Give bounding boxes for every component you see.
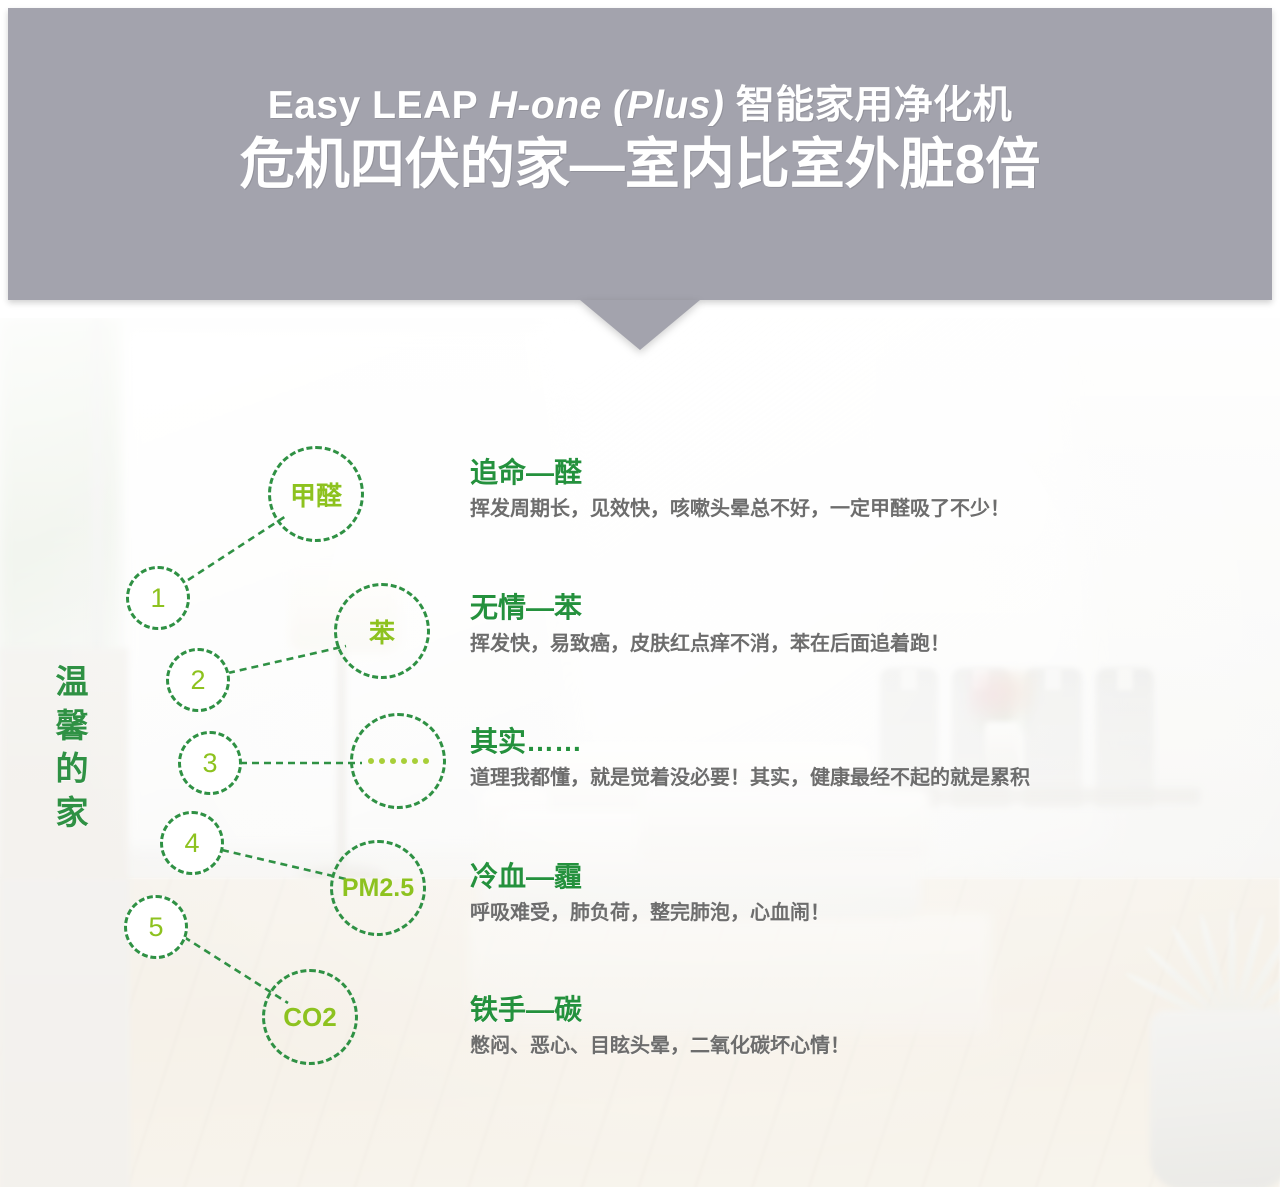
block-description: 挥发快，易致癌，皮肤红点痒不消，苯在后面追着跑！ (470, 632, 950, 655)
banner-arrow-notch (580, 300, 700, 350)
home-label-char: 家 (55, 793, 89, 831)
node-number-1[interactable]: 1 (126, 566, 190, 630)
block-description: 憋闷、恶心、目眩头晕，二氧化碳坏心情！ (470, 1034, 850, 1057)
page-title: 危机四伏的家—室内比室外脏8倍 (239, 132, 1041, 195)
ellipsis-dots-icon (367, 758, 429, 764)
home-label-char: 温 (55, 663, 89, 700)
description-block-carbon-dioxide: 铁手—碳 憋闷、恶心、目眩头晕，二氧化碳坏心情！ (470, 994, 1260, 1058)
description-block-haze: 冷血—霾 呼吸难受，肺负荷，整完肺泡，心血闹！ (470, 861, 1260, 925)
node-number-3[interactable]: 3 (178, 731, 242, 795)
product-category: 智能家用净化机 (724, 84, 1013, 127)
home-label-char: 馨 (55, 706, 89, 744)
brand-name: Easy LEAP (267, 84, 489, 127)
page-subtitle: Easy LEAP H-one (Plus) 智能家用净化机 (8, 84, 1272, 127)
model-name: H-one (Plus) (488, 84, 725, 127)
node-number-4[interactable]: 4 (160, 811, 224, 875)
description-block-benzene: 无情—苯 挥发快，易致癌，皮肤红点痒不消，苯在后面追着跑！ (470, 592, 1260, 656)
node-pollutant-pm25[interactable]: PM2.5 (330, 840, 426, 936)
node-number-2[interactable]: 2 (166, 648, 230, 712)
block-description: 道理我都懂，就是觉着没必要！其实，健康最经不起的就是累积 (470, 766, 1030, 789)
node-number-5[interactable]: 5 (124, 895, 188, 959)
block-title: 冷血—霾 (470, 861, 583, 892)
block-title: 其实…… (470, 726, 583, 757)
node-pollutant-co2[interactable]: CO2 (262, 969, 358, 1065)
header-banner: Easy LEAP H-one (Plus) 智能家用净化机 危机四伏的家—室内… (8, 8, 1272, 300)
node-pollutant-others[interactable] (350, 713, 446, 809)
block-description: 挥发周期长，见效快，咳嗽头晕总不好，一定甲醛吸了不少！ (470, 497, 1010, 520)
home-vertical-label: 温 馨 的 家 (50, 660, 94, 834)
node-pollutant-formaldehyde[interactable]: 甲醛 (268, 446, 364, 542)
node-pollutant-benzene[interactable]: 苯 (334, 583, 430, 679)
block-title: 无情—苯 (470, 592, 583, 623)
home-label-char: 的 (55, 750, 89, 788)
description-block-formaldehyde: 追命—醛 挥发周期长，见效快，咳嗽头晕总不好，一定甲醛吸了不少！ (470, 457, 1260, 521)
block-description: 呼吸难受，肺负荷，整完肺泡，心血闹！ (470, 901, 830, 924)
block-title: 铁手—碳 (470, 994, 583, 1025)
header-banner-text: Easy LEAP H-one (Plus) 智能家用净化机 危机四伏的家—室内… (8, 84, 1272, 195)
block-title: 追命—醛 (470, 457, 583, 488)
description-block-others: 其实…… 道理我都懂，就是觉着没必要！其实，健康最经不起的就是累积 (470, 726, 1260, 790)
